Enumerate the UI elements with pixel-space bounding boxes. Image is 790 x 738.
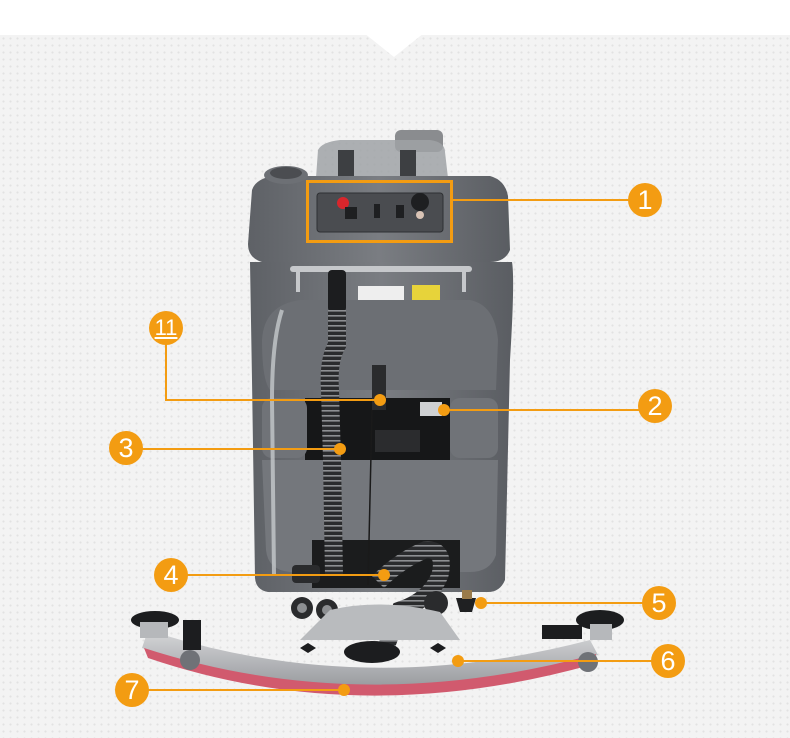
callout-11-leader-horizontal	[165, 399, 380, 401]
callout-3-anchor-dot	[334, 443, 346, 455]
callout-11-leader-vertical	[165, 328, 167, 401]
top-notch-indicator	[364, 33, 424, 57]
callout-3-badge: 3	[109, 431, 143, 465]
callout-2-badge: 2	[638, 389, 672, 423]
callout-11-anchor-dot	[374, 394, 386, 406]
callout-4-anchor-dot	[378, 569, 390, 581]
callout-6-badge: 6	[651, 644, 685, 678]
callout-4-badge: 4	[154, 558, 188, 592]
callout-6-anchor-dot	[452, 655, 464, 667]
callout-2-anchor-dot	[438, 404, 450, 416]
callout-11-badge: 11	[149, 311, 183, 345]
callout-7-badge: 7	[115, 673, 149, 707]
callout-6-leader	[458, 660, 668, 662]
callout-4-leader	[171, 574, 384, 576]
callout-1-badge: 1	[628, 183, 662, 217]
callout-5-anchor-dot	[475, 597, 487, 609]
control-panel-highlight-box	[306, 180, 453, 243]
callout-5-badge: 5	[642, 586, 676, 620]
callout-7-anchor-dot	[338, 684, 350, 696]
callout-1-leader	[452, 199, 645, 201]
callout-7-leader	[132, 689, 344, 691]
callout-2-leader	[444, 409, 655, 411]
callout-3-leader	[126, 448, 340, 450]
callout-5-leader	[481, 602, 659, 604]
